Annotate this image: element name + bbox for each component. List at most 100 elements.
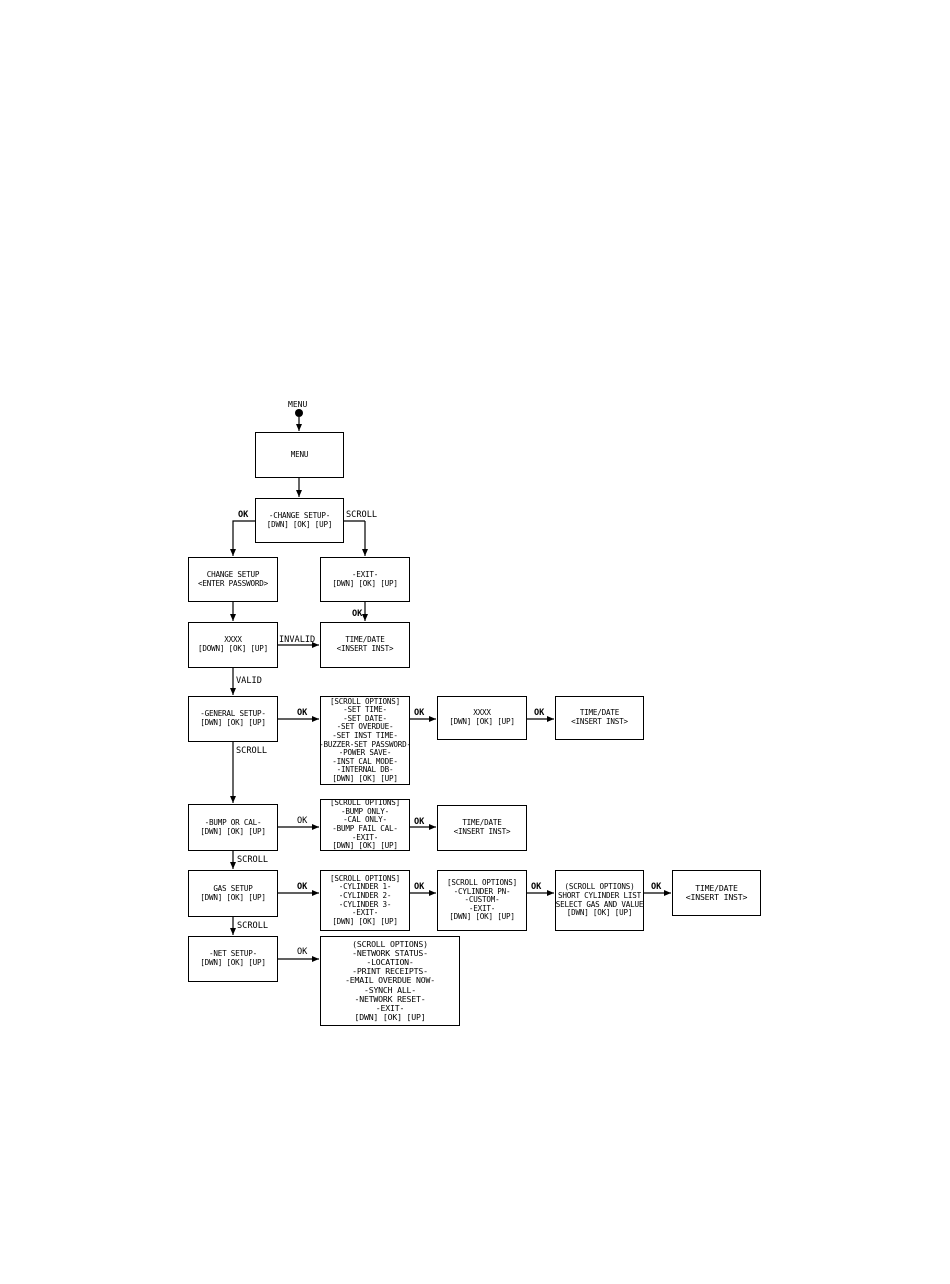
edge-label-scroll: SCROLL <box>236 746 268 756</box>
node-line: -POWER SAVE- <box>338 748 392 758</box>
node-line: TIME/DATE <box>345 635 385 645</box>
node-exit[interactable]: -EXIT-[DWN] [OK] [UP] <box>320 557 410 602</box>
edge-label-scroll: SCROLL <box>346 510 378 520</box>
node-line: -EXIT- <box>351 832 379 842</box>
edge-label-ok: OK <box>352 609 363 619</box>
edge-label-ok: OK <box>414 708 425 718</box>
node-line: -EXIT- <box>468 903 496 913</box>
arrow-change-setup-ok <box>230 520 255 556</box>
node-bump-or-cal[interactable]: -BUMP OR CAL-[DWN] [OK] [UP] <box>188 804 278 851</box>
node-line: [DWN] [OK] [UP] <box>332 773 398 783</box>
node-line: -CYLINDER 2- <box>338 890 392 900</box>
node-time-date-1[interactable]: TIME/DATE<INSERT INST> <box>320 622 410 668</box>
node-line: [DWN] [OK] [UP] <box>332 578 398 588</box>
node-time-date-3[interactable]: TIME/DATE<INSERT INST> <box>437 805 527 851</box>
node-line: CHANGE SETUP <box>206 569 260 579</box>
node-line: -CAL ONLY- <box>343 815 387 825</box>
node-line: <INSERT INST> <box>453 827 511 836</box>
node-line: [DWN] [OK] [UP] <box>354 1012 426 1023</box>
edge-label-ok: OK <box>297 947 308 957</box>
node-net-setup[interactable]: -NET SETUP-[DWN] [OK] [UP] <box>188 936 278 982</box>
edge-label-scroll: SCROLL <box>237 855 269 865</box>
node-line: -CUSTOM- <box>464 895 500 905</box>
node-line: <INSERT INST> <box>685 892 748 902</box>
edge-label-ok: OK <box>297 708 308 718</box>
node-line: TIME/DATE <box>579 708 620 718</box>
node-line: [DWN] [OK] [UP] <box>200 718 266 727</box>
node-line: -EMAIL OVERDUE NOW- <box>345 975 435 986</box>
node-line: -INST CAL MODE- <box>332 756 398 766</box>
node-line: -NET SETUP- <box>208 949 258 959</box>
node-line: -BUZZER-SET PASSWORD- <box>319 739 411 749</box>
node-line: <ENTER PASSWORD> <box>198 578 268 588</box>
node-line: [SCROLL OPTIONS] <box>330 873 400 883</box>
start-dot <box>295 409 303 417</box>
node-line: -NETWORK RESET- <box>354 993 426 1004</box>
edge-label-ok: OK <box>651 882 662 892</box>
node-line: <INSERT INST> <box>336 644 394 653</box>
node-menu[interactable]: MENU <box>255 432 344 478</box>
node-line: MENU <box>290 449 309 459</box>
edge-label-scroll: SCROLL <box>237 921 269 931</box>
node-line: -CYLINDER 3- <box>338 899 392 909</box>
edge-label-ok: OK <box>297 882 308 892</box>
node-line: XXXX <box>224 635 242 645</box>
edge-label-invalid: INVALID <box>279 635 316 645</box>
node-gas-setup[interactable]: GAS SETUP[DWN] [OK] [UP] <box>188 870 278 917</box>
node-line: -CHANGE SETUP- <box>268 510 331 520</box>
node-line: [DWN] [OK] [UP] <box>200 892 266 902</box>
edge-label-valid: VALID <box>236 676 262 686</box>
node-line: [DWN] [OK] [UP] <box>332 916 398 926</box>
edge-label-ok: OK <box>238 510 249 520</box>
node-line: -BUMP ONLY- <box>340 806 390 816</box>
node-line: XXXX <box>473 708 491 718</box>
node-line: -EXIT- <box>375 1003 405 1013</box>
node-line: (SCROLL OPTIONS) <box>564 882 635 892</box>
node-change-setup-password[interactable]: CHANGE SETUP<ENTER PASSWORD> <box>188 557 278 602</box>
node-bump-options[interactable]: [SCROLL OPTIONS]-BUMP ONLY--CAL ONLY--BU… <box>320 799 410 851</box>
edge-label-ok: OK <box>297 816 308 826</box>
start-label: MENU <box>288 400 308 409</box>
node-line: GAS SETUP <box>213 883 253 893</box>
node-line: [SCROLL OPTIONS] <box>330 798 400 808</box>
node-cylinder-options[interactable]: [SCROLL OPTIONS]-CYLINDER PN--CUSTOM--EX… <box>437 870 527 931</box>
node-line: [DWN] [OK] [UP] <box>566 908 633 918</box>
node-line: -SET INST TIME- <box>332 730 398 740</box>
node-password-entry[interactable]: XXXX[DOWN] [OK] [UP] <box>188 622 278 668</box>
node-line: [DOWN] [OK] [UP] <box>198 644 268 653</box>
node-line: -BUMP OR CAL- <box>204 817 262 827</box>
edge-label-ok: OK <box>414 817 425 827</box>
node-general-setup[interactable]: -GENERAL SETUP-[DWN] [OK] [UP] <box>188 696 278 742</box>
node-line: TIME/DATE <box>462 818 502 828</box>
node-line: TIME/DATE <box>695 882 738 893</box>
node-net-options[interactable]: (SCROLL OPTIONS)-NETWORK STATUS--LOCATIO… <box>320 936 460 1026</box>
node-line: -CYLINDER 1- <box>338 882 392 892</box>
node-line: <INSERT INST> <box>571 717 628 726</box>
node-time-date-4[interactable]: TIME/DATE<INSERT INST> <box>672 870 761 916</box>
node-line: -SET TIME- <box>343 705 387 715</box>
node-line: -SET OVERDUE- <box>336 722 394 732</box>
node-line: [DWN] [OK] [UP] <box>266 519 333 529</box>
node-xxxx-2[interactable]: XXXX[DWN] [OK] [UP] <box>437 696 527 740</box>
node-change-setup[interactable]: -CHANGE SETUP-[DWN] [OK] [UP] <box>255 498 344 543</box>
node-line: (SCROLL OPTIONS) <box>352 938 428 949</box>
node-line: -CYLINDER PN- <box>453 886 511 896</box>
node-line: -INTERNAL DB- <box>336 765 394 775</box>
node-line: SHORT CYLINDER LIST <box>557 890 642 900</box>
node-line: [DWN] [OK] [UP] <box>449 912 515 922</box>
node-line: -SYNCH ALL- <box>363 984 417 995</box>
node-line: [DWN] [OK] [UP] <box>449 717 515 726</box>
node-line: [SCROLL OPTIONS] <box>447 878 517 888</box>
node-line: -EXIT- <box>351 569 379 579</box>
node-general-options[interactable]: [SCROLL OPTIONS]-SET TIME--SET DATE--SET… <box>319 696 411 785</box>
node-time-date-2[interactable]: TIME/DATE<INSERT INST> <box>555 696 644 740</box>
node-line: -SET DATE- <box>343 713 387 723</box>
node-gas-options[interactable]: [SCROLL OPTIONS]-CYLINDER 1--CYLINDER 2-… <box>320 870 410 931</box>
node-line: [DWN] [OK] [UP] <box>200 958 266 967</box>
node-line: -PRINT RECEIPTS- <box>352 966 428 977</box>
node-line: -GENERAL SETUP- <box>200 709 266 719</box>
node-line: [SCROLL OPTIONS] <box>330 696 400 706</box>
edge-label-ok: OK <box>531 882 542 892</box>
